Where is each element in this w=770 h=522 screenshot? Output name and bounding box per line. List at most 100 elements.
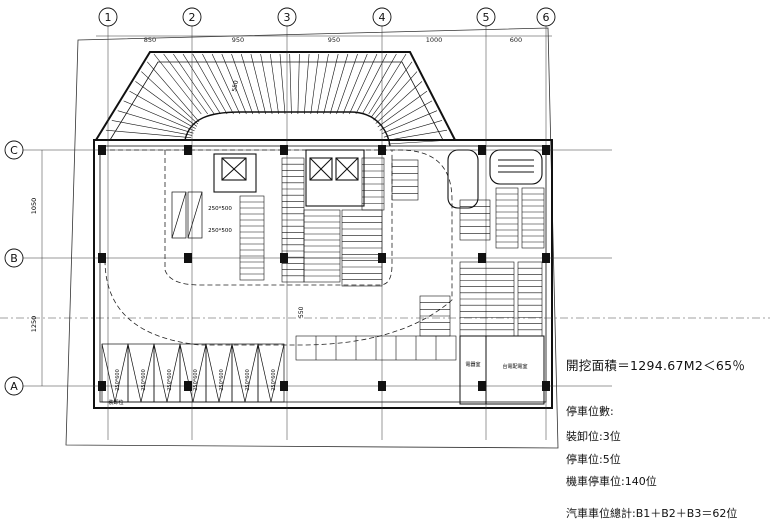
ramp-stripe [289, 53, 292, 115]
car-stall-marking [257, 343, 285, 403]
column [478, 381, 486, 391]
column [378, 145, 386, 155]
ramp-stripe [368, 53, 407, 115]
small-car-stalls [171, 191, 203, 239]
ramp-stripe [373, 71, 418, 121]
ramp-stripe [153, 53, 202, 115]
ramp-stripe [221, 53, 247, 115]
dim-top-4: 1000 [426, 36, 443, 44]
ramp-stripe [270, 53, 279, 115]
ramp-stripe [310, 53, 320, 115]
car-stall-marking [127, 343, 155, 403]
column-bubbles [4, 7, 556, 396]
room-label-left: 電器室 [465, 361, 480, 368]
car-stall-marking [179, 343, 207, 403]
column [184, 253, 192, 263]
column [184, 381, 192, 391]
ramp-stripe [211, 53, 241, 115]
grid-label-4: 4 [379, 11, 386, 24]
column [98, 253, 106, 263]
outer-wall [93, 139, 553, 409]
motorcycle-stalls [239, 157, 545, 361]
ramp-stripe [336, 53, 358, 115]
dim-left-1: 1050 [30, 198, 38, 215]
car-stall-marking [101, 343, 129, 403]
ramp-stripe [231, 53, 254, 115]
ramp-stripe [316, 53, 329, 115]
grid-label-5: 5 [483, 11, 490, 24]
grid-label-a: A [10, 380, 18, 393]
car-stall-size: 250*600 [245, 369, 251, 391]
ramp-stripe [163, 53, 208, 115]
motorcycle-count: 機車停車位:140位 [566, 475, 657, 488]
dim-left-2: 1250 [30, 316, 38, 333]
ramp-stripe [182, 53, 221, 115]
structural-columns [98, 145, 550, 391]
grid-label-b: B [10, 252, 18, 265]
grid-bubble-5 [476, 7, 496, 27]
car-total: 汽車車位總計:B1＋B2＋B3＝62位 [566, 507, 738, 520]
ramp-stripe [323, 53, 339, 115]
grid-bubble-4 [372, 7, 392, 27]
ramp-stripe [279, 53, 286, 115]
loading-count: 裝卸位:3位 [566, 430, 621, 443]
ramp-stripe [342, 53, 368, 115]
ramp-stripe [202, 53, 234, 115]
parking-count: 停車位:5位 [566, 453, 621, 466]
ramp-stripe [362, 53, 397, 115]
ramp-dimension: 550 [231, 80, 240, 93]
ramp-stripe [383, 120, 443, 138]
grid-lines [23, 26, 612, 440]
ramp-stripe [355, 53, 387, 115]
ramp-stripe [129, 90, 196, 129]
column [378, 253, 386, 263]
stall-size-label-a: 250*500 [208, 206, 232, 212]
car-stall-size: 250*600 [115, 369, 121, 391]
ramp-dimension-lower: 550 [298, 306, 305, 318]
column [280, 253, 288, 263]
grid-bubble-1 [98, 7, 118, 27]
site-boundary [65, 27, 559, 449]
dim-top-1: 850 [144, 36, 156, 44]
ramp-stripe [381, 110, 438, 135]
dim-top-2: 950 [232, 36, 244, 44]
grid-bubble-c [4, 140, 24, 160]
column [542, 253, 550, 263]
ramp-inner-edge [184, 111, 391, 147]
ramp-stripe [117, 110, 194, 134]
turning-path [104, 149, 453, 346]
column [542, 381, 550, 391]
ramp-stripe [375, 81, 423, 124]
ramp-stripe [377, 90, 428, 128]
car-stall-marking [205, 343, 233, 403]
ramp-stripe [105, 129, 192, 139]
room-label-right: 台電配電室 [502, 363, 527, 370]
grid-bubble-6 [536, 7, 556, 27]
car-stall-marking [231, 343, 259, 403]
ramp-stripe [240, 53, 260, 115]
ramp-stripes [100, 53, 453, 145]
column [98, 145, 106, 155]
car-stall-size: 250*600 [141, 369, 147, 391]
column [378, 381, 386, 391]
column [98, 381, 106, 391]
grid-bubble-3 [277, 7, 297, 27]
grid-bubble-a [4, 376, 24, 396]
grid-label-2: 2 [189, 11, 196, 24]
grid-bubble-2 [182, 7, 202, 27]
ramp-stripe [123, 100, 195, 132]
ramp-stripe [304, 53, 310, 115]
elevator-core-center [305, 149, 365, 207]
ramp-stripe [371, 61, 413, 117]
column [184, 145, 192, 155]
ramp-stripe [192, 53, 228, 115]
grid-bubble-b [4, 248, 24, 268]
car-stall-size: 250*600 [271, 369, 277, 391]
loading-bay-label: 裝卸位 [108, 399, 123, 406]
ramp-stripe [349, 53, 378, 115]
ramp-stripe [329, 53, 349, 115]
ramp-stripe [135, 81, 197, 127]
ramp-stripe [141, 71, 199, 125]
